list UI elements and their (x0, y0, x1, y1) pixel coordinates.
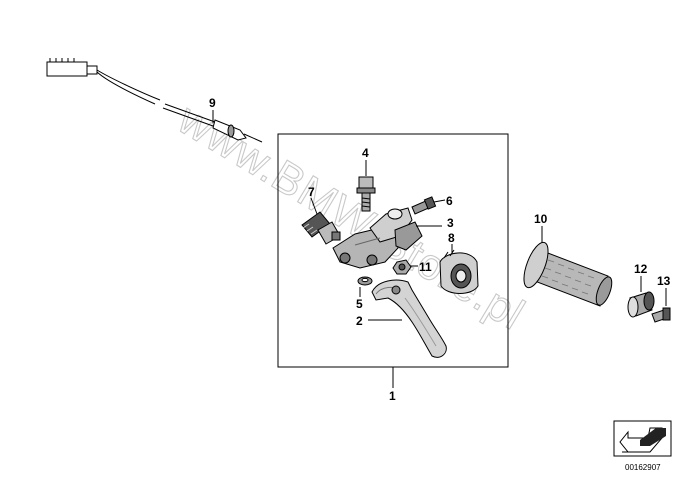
callout-12: 12 (634, 262, 648, 276)
callout-7-leader (310, 197, 318, 215)
washer-icon (357, 276, 373, 286)
callout-6: 6 (446, 194, 453, 208)
callout-3: 3 (447, 216, 454, 230)
direction-arrow-icon (613, 420, 672, 457)
hand-lever-icon (371, 279, 447, 358)
callout-1: 1 (389, 389, 396, 403)
callout-9: 9 (209, 96, 216, 110)
bar-end-screw-icon (651, 307, 671, 323)
callout-13: 13 (657, 274, 671, 288)
adjuster-icon (301, 211, 341, 245)
bar-end-weight-icon (627, 291, 655, 318)
callout-5: 5 (356, 297, 363, 311)
callout-10: 10 (534, 212, 548, 226)
switch-housing-icon (439, 249, 479, 294)
callout-11: 11 (419, 260, 432, 274)
wiring-harness-icon (46, 58, 263, 143)
clamp-bracket-icon (332, 207, 423, 269)
callout-2: 2 (356, 314, 363, 328)
callout-8: 8 (448, 231, 455, 245)
screw-icon (411, 196, 437, 215)
diagram-id: 00162907 (625, 463, 661, 472)
callout-4: 4 (362, 146, 369, 160)
handlebar-grip-icon (523, 241, 613, 307)
bolt-icon (356, 176, 376, 212)
callout-6-leader (433, 199, 446, 203)
nut-icon (392, 259, 412, 275)
callout-7: 7 (308, 185, 315, 199)
